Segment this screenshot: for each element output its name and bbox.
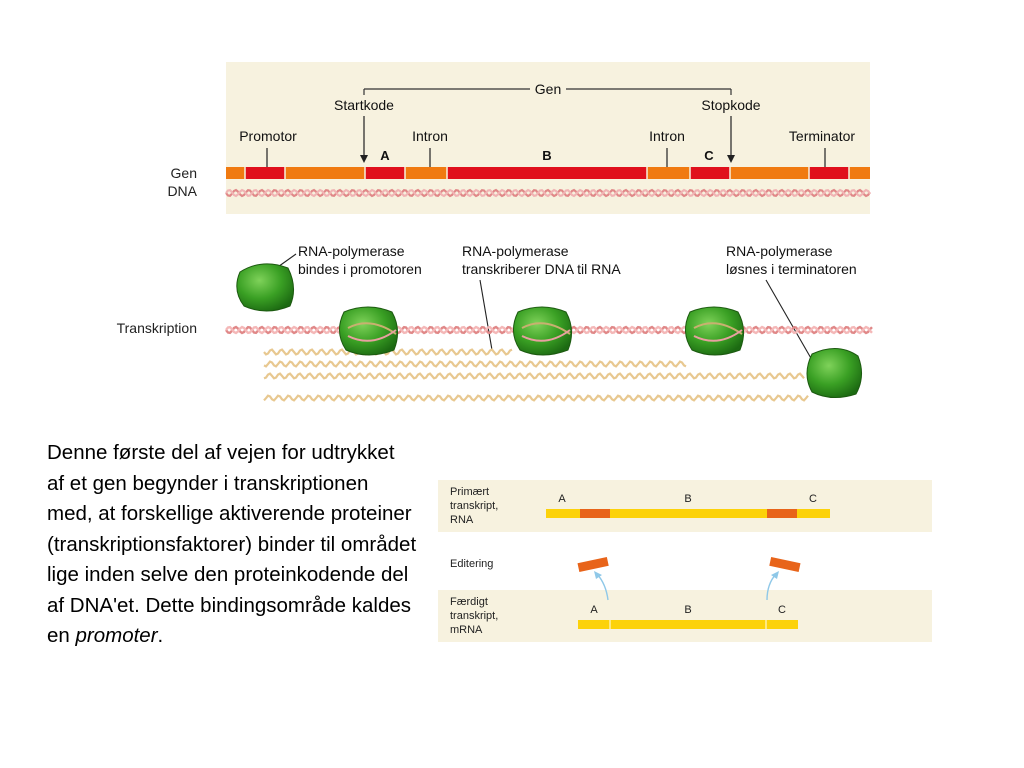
final-label: Færdigt transkript, mRNA — [450, 596, 498, 636]
primary-transcript-bar — [546, 509, 830, 518]
final-label-line3: mRNA — [450, 624, 483, 636]
primary-row-bg — [438, 480, 932, 532]
stop-arrow — [727, 116, 735, 163]
primary-label: Primært transkript, RNA — [450, 486, 498, 526]
gen-bracket — [363, 88, 732, 95]
gene-panel-background — [226, 62, 870, 214]
polymerase-released — [806, 348, 862, 398]
polymerase-1 — [339, 306, 398, 356]
exon-a-label: A — [380, 148, 390, 163]
startkode-label: Startkode — [334, 97, 394, 113]
dna-helix — [225, 188, 871, 198]
exon-b-segment — [447, 167, 647, 179]
body-text: Denne første del af vejen for udtrykket … — [47, 438, 417, 652]
excised-intron-2 — [769, 556, 801, 573]
callout-transcribe: RNA-polymerase transkriberer DNA til RNA — [462, 243, 621, 351]
terminator-label: Terminator — [789, 128, 855, 144]
start-arrow — [360, 116, 368, 163]
final-label-line2: transkript, — [450, 610, 498, 622]
final-row-bg — [438, 590, 932, 642]
primary-label-line3: RNA — [450, 514, 474, 526]
exon-c-segment — [690, 167, 730, 179]
primary-exon-c: C — [809, 493, 817, 505]
rna-strands — [263, 348, 809, 402]
editing-label: Editering — [450, 558, 493, 570]
final-transcript-bar — [578, 620, 798, 629]
final-exon-c: C — [778, 604, 786, 616]
gene-bar — [226, 167, 870, 179]
callout-transcribe-line1: RNA-polymerase — [462, 243, 569, 259]
gene-panel: Gen Startkode Stopkode Promotor Intron I… — [225, 62, 871, 214]
gen-label: Gen — [535, 81, 561, 97]
final-exon-a: A — [590, 604, 598, 616]
body-emphasis: promoter — [75, 624, 158, 647]
primary-label-line1: Primært — [450, 486, 489, 498]
callout-release: RNA-polymerase løsnes i terminatoren — [726, 243, 857, 361]
transcription-row-label: Transkription — [117, 320, 197, 336]
body-main-text: Denne første del af vejen for udtrykket … — [47, 441, 417, 647]
row-label-gen: Gen — [171, 165, 197, 181]
intron1-label: Intron — [412, 128, 448, 144]
callout-release-line2: løsnes i terminatoren — [726, 261, 857, 277]
excised-intron-1 — [577, 556, 609, 573]
exon-a-segment — [365, 167, 405, 179]
editing-panel: Primært transkript, RNA Editering Færdig… — [438, 480, 932, 642]
final-label-line1: Færdigt — [450, 596, 488, 608]
primary-label-line2: transkript, — [450, 500, 498, 512]
final-exon-b: B — [684, 604, 691, 616]
row-label-dna: DNA — [167, 183, 197, 199]
callout-bind: RNA-polymerase bindes i promotoren — [267, 243, 422, 277]
exon-c-label: C — [704, 148, 714, 163]
transcription-panel: Transkription RNA-polymerase bindes i pr… — [117, 243, 873, 402]
callout-transcribe-line2: transkriberer DNA til RNA — [462, 261, 621, 277]
callout-bind-line1: RNA-polymerase — [298, 243, 405, 259]
terminator-segment — [809, 167, 849, 179]
callout-release-line1: RNA-polymerase — [726, 243, 833, 259]
body-paragraph: Denne første del af vejen for udtrykket … — [47, 438, 417, 652]
primary-exon-a: A — [558, 493, 566, 505]
stopkode-label: Stopkode — [701, 97, 760, 113]
exon-b-label: B — [542, 148, 551, 163]
polymerase-2 — [513, 306, 572, 356]
callout-bind-line2: bindes i promotoren — [298, 261, 422, 277]
polymerase-3 — [685, 306, 744, 356]
intron2-label: Intron — [649, 128, 685, 144]
promoter-segment — [245, 167, 285, 179]
body-end: . — [157, 624, 164, 647]
polymerase-free — [236, 263, 294, 312]
primary-exon-b: B — [684, 493, 691, 505]
promotor-label: Promotor — [239, 128, 297, 144]
editing-arrows — [594, 571, 779, 601]
